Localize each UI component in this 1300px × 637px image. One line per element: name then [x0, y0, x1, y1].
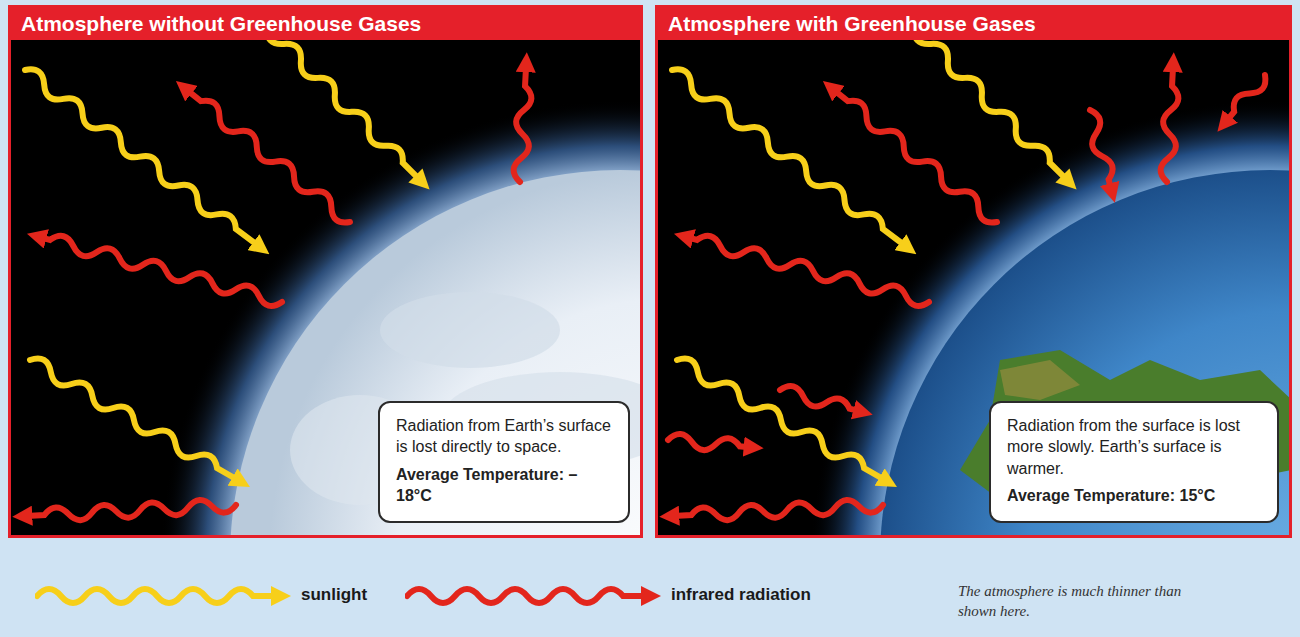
legend-label: infrared radiation	[671, 585, 811, 605]
returning-infrared-arrow	[667, 433, 750, 454]
returning-infrared-arrow	[1221, 71, 1270, 126]
note: The atmosphere is much thinner than show…	[958, 582, 1198, 621]
returning-infrared-arrow	[1083, 108, 1118, 191]
atmosphere-glow	[160, 100, 640, 535]
infrared-arrow	[673, 498, 883, 523]
legend-sample	[405, 580, 661, 610]
sunlight-arrow	[668, 64, 910, 251]
legend-label: sunlight	[301, 585, 367, 605]
infrared-arrow	[1160, 66, 1180, 183]
legend-item: infrared radiation	[405, 580, 811, 610]
temperature-reading: Average Temperature: 15°C	[1007, 485, 1261, 507]
legend-sample-arrow	[407, 589, 647, 603]
legend-sample	[35, 580, 291, 610]
legend-item: sunlight	[35, 580, 367, 610]
infrared-arrow	[182, 84, 354, 227]
diagram-panel: Atmosphere with Greenhouse GasesRadiatio…	[655, 5, 1292, 538]
infrared-arrow	[686, 231, 931, 309]
temperature-reading: Average Temperature: –18°C	[396, 464, 612, 507]
left-scene	[11, 40, 640, 535]
panel-heading: Atmosphere with Greenhouse Gases	[658, 8, 1289, 40]
infrared-arrow	[513, 66, 533, 183]
frozen-earth	[230, 170, 640, 535]
infrared-arrow	[829, 84, 1001, 227]
right-scene	[658, 40, 1289, 535]
callout-box: Radiation from the surface is lost more …	[989, 401, 1279, 523]
sunlight-arrow	[27, 354, 242, 486]
earth	[880, 170, 1289, 535]
ice-shading	[380, 292, 560, 368]
legend-sample-arrow	[37, 589, 277, 603]
diagram-panel: Atmosphere without Greenhouse GasesRadia…	[8, 5, 643, 538]
callout-text: Radiation from the surface is lost more …	[1007, 415, 1261, 480]
callout-box: Radiation from Earth’s surface is lost d…	[378, 401, 630, 523]
infrared-arrow	[39, 231, 284, 309]
infrared-arrow	[26, 498, 236, 523]
panel-heading: Atmosphere without Greenhouse Gases	[11, 8, 640, 40]
callout-text: Radiation from Earth’s surface is lost d…	[396, 415, 612, 458]
returning-infrared-arrow	[778, 383, 861, 418]
desert	[1000, 360, 1080, 400]
sunlight-arrow	[21, 64, 263, 251]
sunlight-arrow	[674, 354, 889, 486]
